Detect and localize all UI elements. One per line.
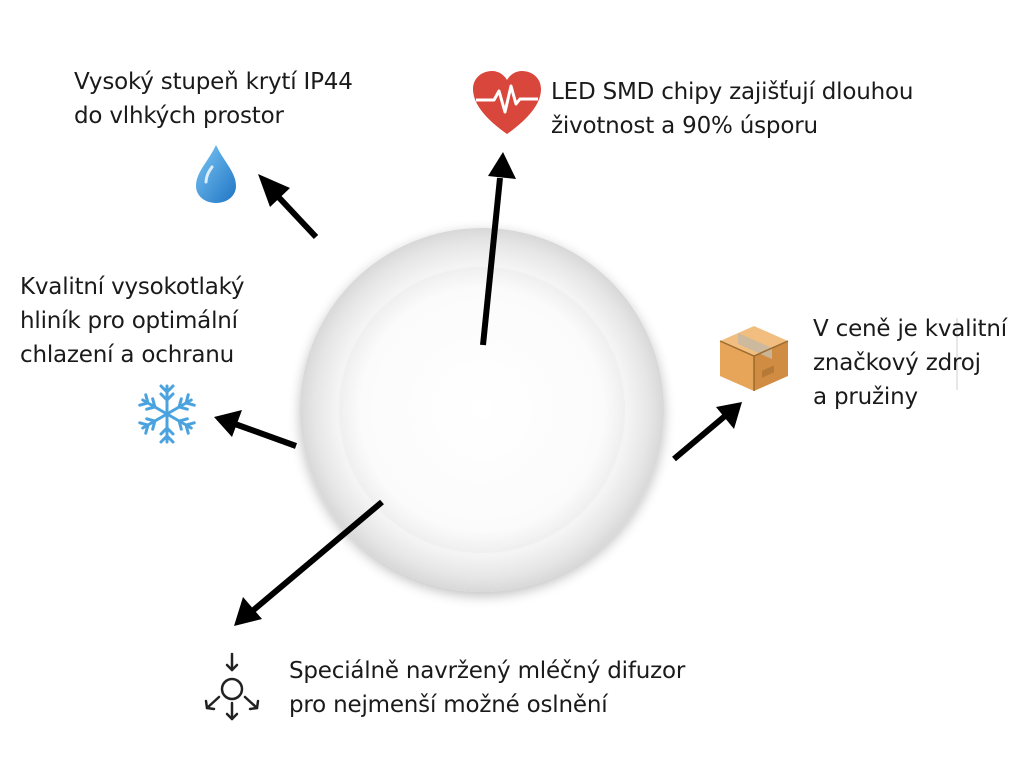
feature-aluminium-line-2: hliník pro optimální [20, 308, 238, 334]
panel-diffuser [339, 267, 625, 553]
arrows [214, 152, 742, 626]
arrow-to-aluminium [214, 410, 298, 449]
feature-driver-line-3: a pružiny [813, 384, 918, 410]
arrow-to-water [258, 174, 319, 240]
feature-water-line-1: Vysoký stupeň krytí IP44 [74, 69, 353, 95]
feature-water-text: Vysoký stupeň krytí IP44 do vlhkých pros… [74, 65, 353, 133]
snowflake-icon [138, 384, 196, 444]
feature-led-line-2: životnost a 90% úsporu [551, 113, 818, 139]
feature-diffuser-text: Speciálně navržený mléčný difuzor pro ne… [289, 654, 685, 722]
feature-aluminium-line-1: Kvalitní vysokotlaký [20, 274, 245, 300]
feature-diffuser-line-1: Speciálně navržený mléčný difuzor [289, 658, 686, 684]
feature-driver-text: V ceně je kvalitní značkový zdroj a pruž… [813, 312, 1007, 414]
heart-pulse-icon [473, 71, 541, 134]
feature-diffuser-line-2: pro nejmenší možné oslnění [289, 692, 608, 718]
water-drop-icon [196, 145, 236, 203]
feature-driver-line-2: značkový zdroj [813, 350, 981, 376]
box-icon [719, 326, 789, 391]
led-panel [300, 228, 664, 592]
feature-aluminium-text: Kvalitní vysokotlaký hliník pro optimáln… [20, 270, 245, 372]
arrow-to-driver [672, 402, 742, 462]
feature-led-line-1: LED SMD chipy zajišťují dlouhou [551, 79, 914, 105]
arrow-to-led [480, 152, 516, 346]
feature-driver-line-1: V ceně je kvalitní [813, 316, 1007, 342]
diffuse-light-icon [204, 652, 260, 721]
feature-water-line-2: do vlhkých prostor [74, 103, 284, 129]
feature-led-text: LED SMD chipy zajišťují dlouhou životnos… [551, 75, 913, 143]
feature-aluminium-line-3: chlazení a ochranu [20, 342, 235, 368]
arrow-to-diffuser [234, 499, 384, 626]
